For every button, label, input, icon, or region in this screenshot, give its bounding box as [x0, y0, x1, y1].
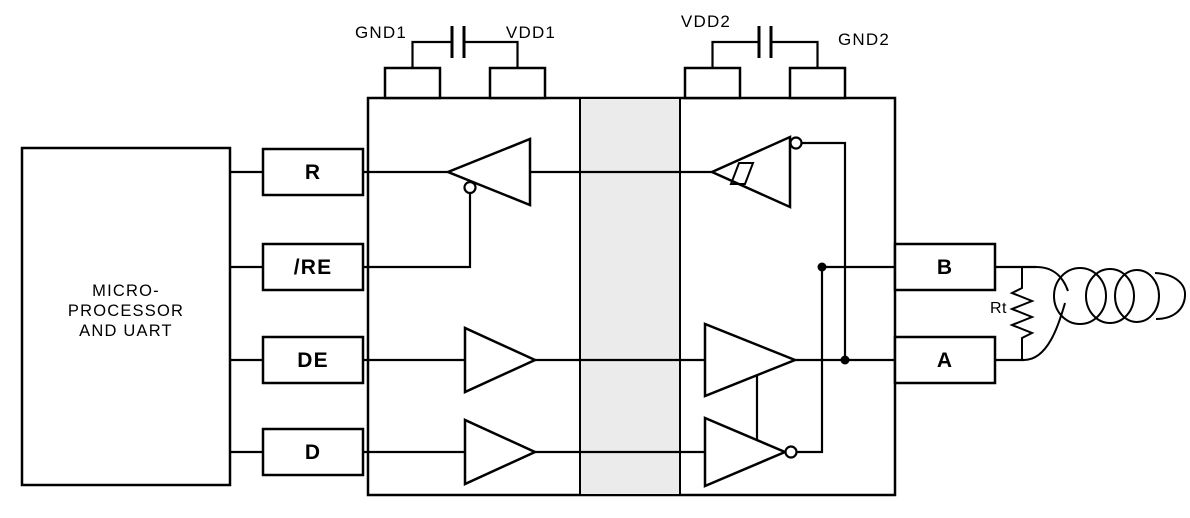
wire-vdd2-to-cap2	[711, 40, 759, 68]
pin-gnd2	[788, 66, 847, 100]
microprocessor-label-line1: MICRO-	[92, 282, 160, 300]
inverting-driver-buffer-b	[703, 416, 789, 488]
pin-label-a: A	[937, 349, 953, 372]
label-vdd1: VDD1	[506, 23, 556, 42]
label-vdd2: VDD2	[681, 12, 731, 31]
microprocessor-label-line2: PROCESSOR	[68, 302, 184, 320]
hysteresis-symbol	[729, 162, 755, 185]
wire-inverting-driver-to-b	[797, 267, 824, 454]
wire-re-to-enable	[363, 193, 472, 269]
microprocessor-block	[20, 146, 232, 487]
wire-receiver-input-to-a	[801, 141, 847, 360]
pin-label-b: B	[937, 256, 953, 279]
pin-vdd1	[488, 66, 547, 100]
twisted-pair-loop-1	[1053, 267, 1107, 325]
twisted-pair-cable	[1023, 266, 1187, 361]
wire-gnd1-to-cap1	[411, 40, 452, 68]
microprocessor-label-line3: AND UART	[79, 322, 173, 340]
driver-buffer-a	[703, 322, 799, 398]
wire-cap1-to-vdd1	[464, 40, 519, 68]
junction-dot-a	[840, 355, 850, 365]
receiver-buffer-left	[444, 137, 532, 207]
pin-label-de: DE	[297, 349, 329, 372]
pin-label-re: /RE	[294, 256, 333, 279]
driver-buffer-d	[463, 418, 539, 486]
twisted-pair-bottom-lead	[1023, 302, 1066, 361]
twisted-pair-loop-2	[1085, 268, 1135, 324]
isolation-barrier	[579, 97, 681, 496]
pin-box-b	[893, 242, 997, 292]
twisted-pair-end-arc	[1154, 272, 1187, 320]
driver-buffer-de	[463, 326, 539, 394]
label-gnd2: GND2	[838, 30, 890, 49]
label-gnd1: GND1	[355, 23, 407, 42]
twisted-pair-top-lead	[1035, 266, 1069, 292]
label-rt: Rt	[990, 300, 1007, 317]
pin-box-re	[261, 242, 365, 292]
pin-box-r	[261, 147, 365, 197]
pin-gnd1	[383, 66, 442, 100]
pin-box-a	[893, 335, 997, 385]
wire-cap2-to-gnd2	[771, 40, 819, 68]
pin-label-r: R	[305, 161, 321, 184]
receiver-right-bubble	[789, 136, 803, 150]
pin-vdd2	[683, 66, 742, 100]
pin-box-d	[261, 427, 365, 477]
pin-label-d: D	[305, 441, 321, 464]
receiver-enable-bubble	[463, 180, 477, 195]
inverting-bubble	[784, 445, 798, 459]
junction-dot-b	[817, 262, 827, 272]
twisted-pair-loop-3	[1114, 269, 1160, 323]
pin-box-de	[261, 335, 365, 385]
termination-resistor	[1009, 267, 1035, 360]
receiver-buffer-right	[708, 135, 792, 209]
